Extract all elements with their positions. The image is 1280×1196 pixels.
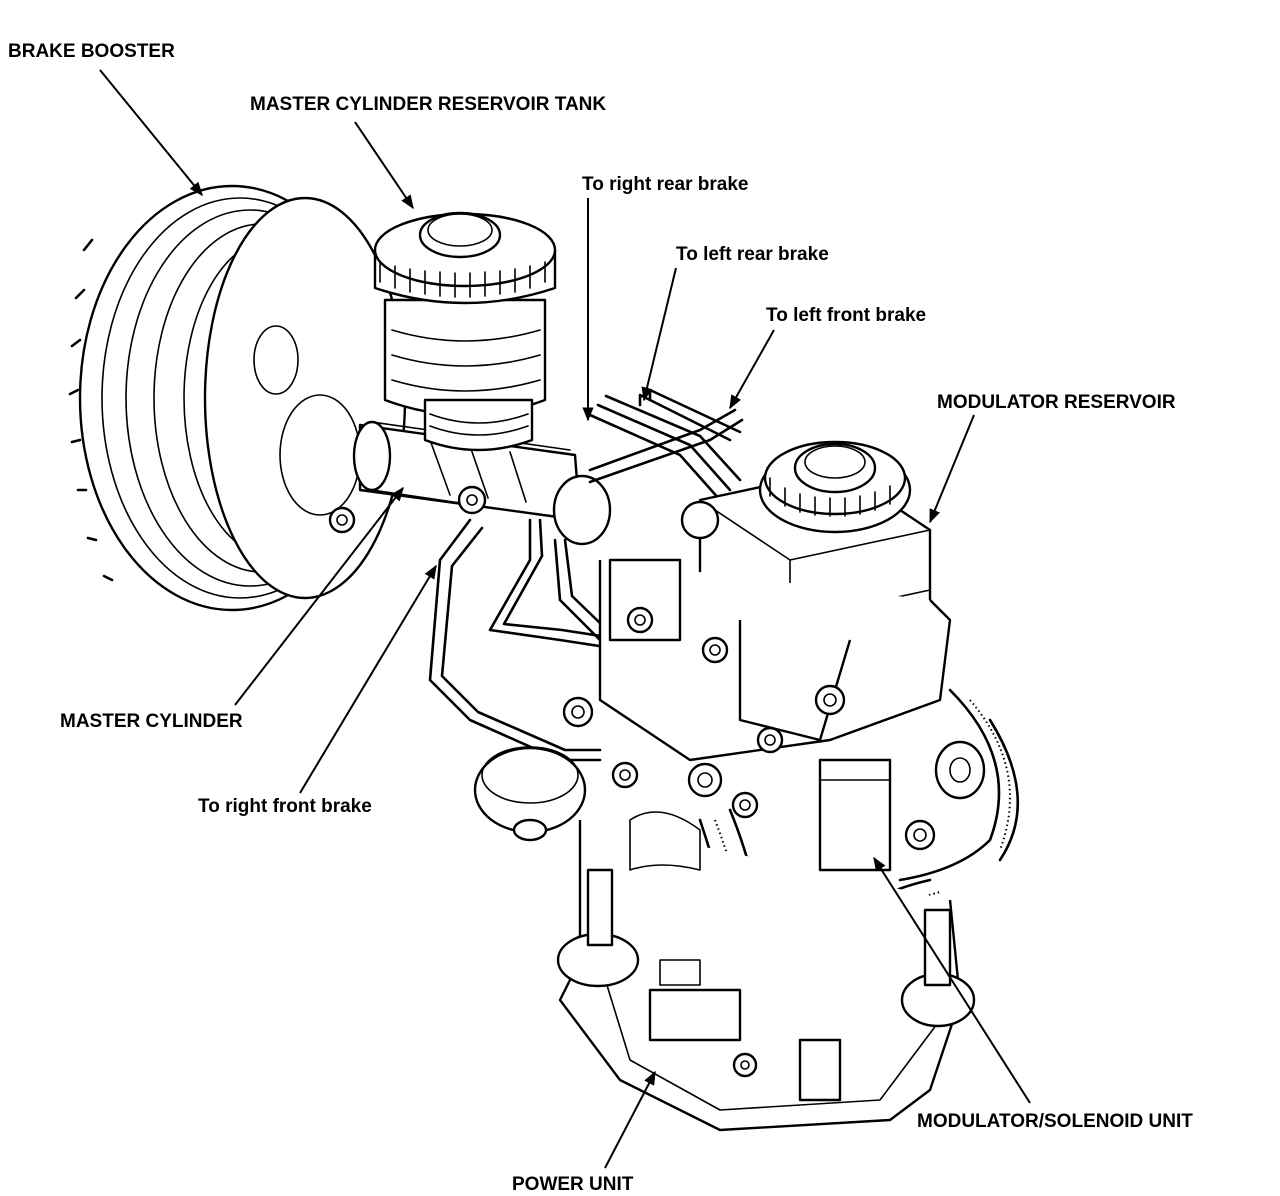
label-to-right-front-brake: To right front brake xyxy=(198,796,372,817)
leader-lines xyxy=(99,69,1031,1169)
master-cylinder-illustration xyxy=(352,420,612,546)
label-to-right-rear-brake: To right rear brake xyxy=(582,174,748,195)
label-to-left-front-brake: To left front brake xyxy=(766,305,926,326)
brake-booster-illustration xyxy=(68,184,407,612)
label-to-left-rear-brake: To left rear brake xyxy=(676,244,829,265)
label-modulator-solenoid-unit: MODULATOR/SOLENOID UNIT xyxy=(917,1111,1193,1132)
label-master-cylinder: MASTER CYLINDER xyxy=(60,711,243,732)
power-unit-illustration xyxy=(473,746,976,1132)
label-power-unit: POWER UNIT xyxy=(512,1174,634,1195)
master-cylinder-reservoir-illustration xyxy=(373,211,557,452)
modulator-solenoid-unit-illustration xyxy=(562,500,986,872)
label-master-cylinder-reservoir-tank: MASTER CYLINDER RESERVOIR TANK xyxy=(250,94,606,115)
label-brake-booster: BRAKE BOOSTER xyxy=(8,41,175,62)
label-modulator-reservoir: MODULATOR RESERVOIR xyxy=(937,392,1176,413)
